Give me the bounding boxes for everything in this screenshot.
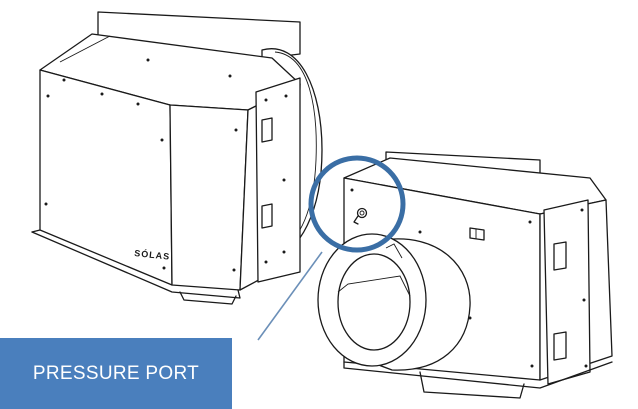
left-unit: SÓLAS — [31, 11, 323, 305]
brand-label: SÓLAS — [134, 247, 171, 262]
pressure-port-fitting — [353, 207, 368, 225]
pressure-port-callout — [257, 155, 406, 341]
pressure-port-label: PRESSURE PORT — [32, 362, 200, 384]
callout-circle — [308, 155, 406, 253]
right-unit — [317, 151, 613, 399]
pressure-port-label-box: PRESSURE PORT — [0, 338, 232, 409]
callout-leader-line — [257, 251, 323, 341]
